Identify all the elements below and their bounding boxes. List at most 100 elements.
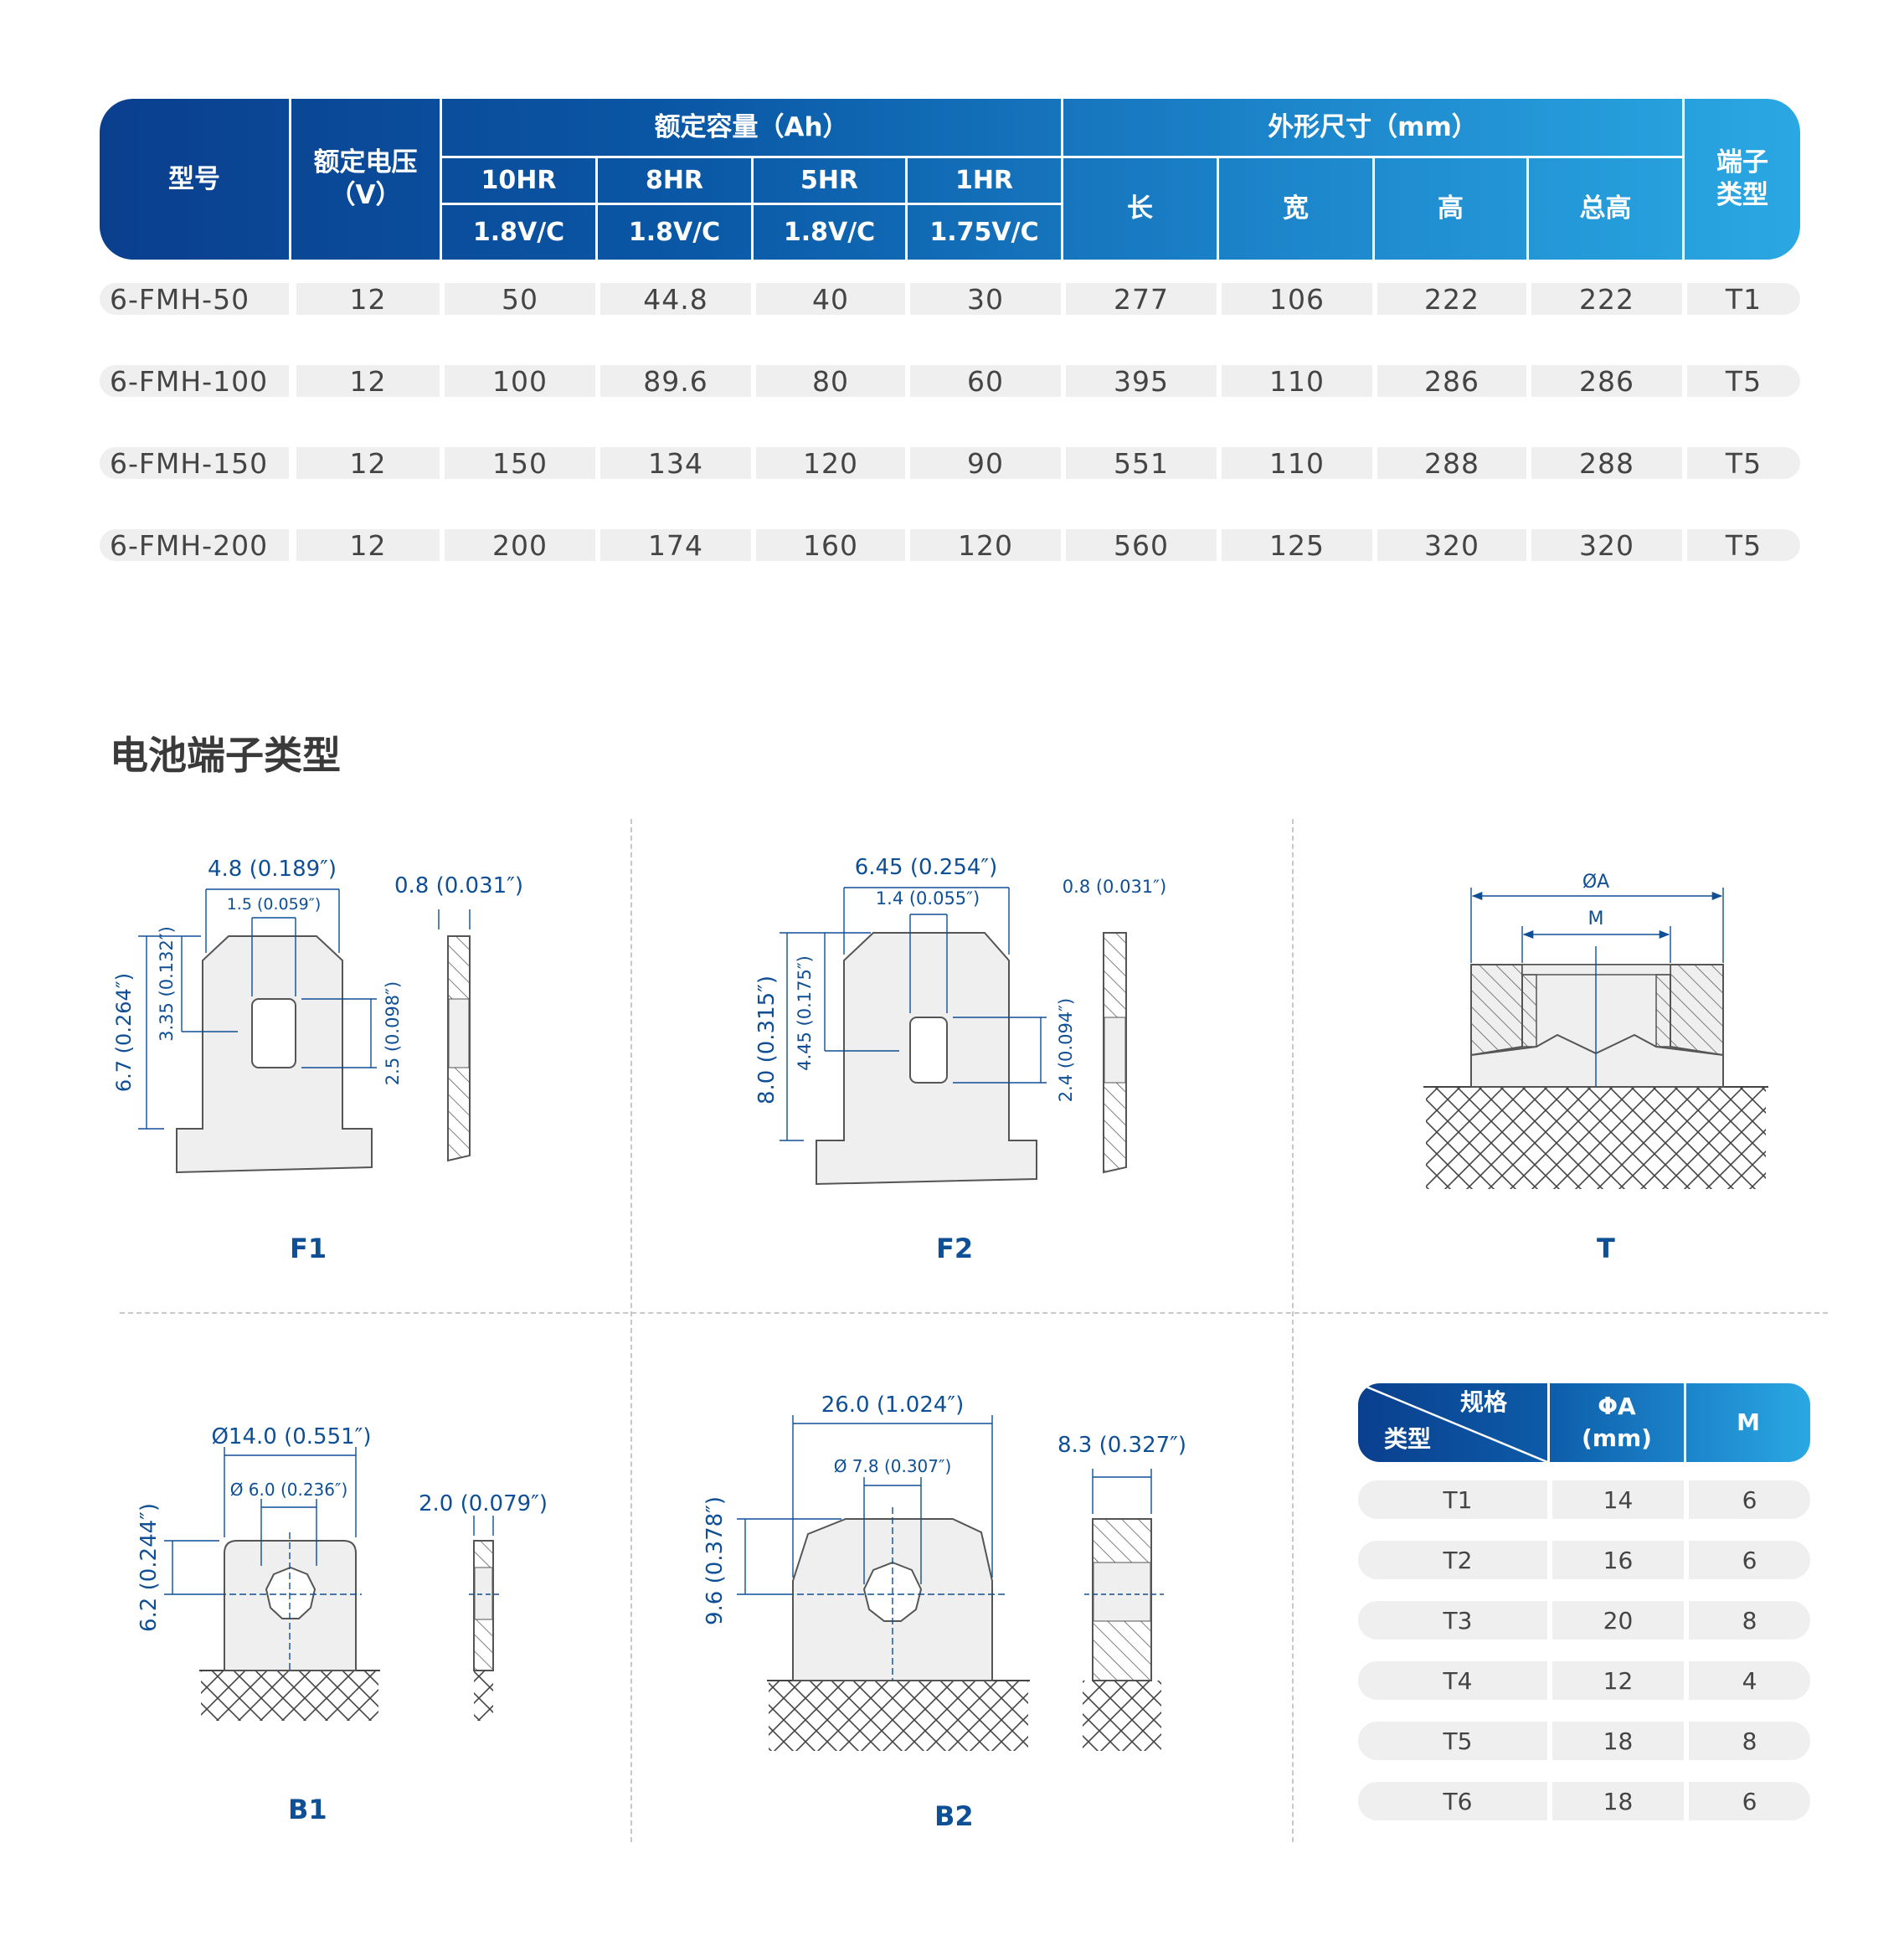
cell-cap-10hr: 50 [445, 283, 595, 316]
f2-dim-width: 6.45 (0.254″) [855, 855, 998, 880]
cell-height: 286 [1377, 365, 1526, 398]
cell-cap-10hr: 150 [445, 447, 595, 480]
cell-cap-8hr: 44.8 [600, 283, 751, 316]
header-diagonal [1358, 1383, 1548, 1462]
terminal-label-b2: B2 [934, 1800, 974, 1832]
terminal-t-drawing: ØA M [1423, 872, 1768, 1189]
cell-phi-a: 16 [1552, 1541, 1684, 1579]
terminal-label-t: T [1597, 1233, 1615, 1264]
f2-dim-slot-width: 1.4 (0.055″) [876, 888, 980, 909]
header-model: 型号 [168, 163, 220, 194]
cell-m: 8 [1689, 1601, 1810, 1640]
f1-dim-height: 6.7 (0.264″) [112, 973, 136, 1092]
terminal-f1-drawing: 4.8 (0.189″) 1.5 (0.059″) 0.8 (0.031″) 6… [112, 857, 523, 1174]
grid-divider [630, 819, 632, 1842]
header-rated-voltage: 额定电压 （V） [291, 99, 440, 260]
cell-height: 222 [1377, 283, 1526, 316]
f2-dim-slot-pos: 4.45 (0.175″) [795, 955, 815, 1071]
b2-dim-outer: 26.0 (1.024″) [821, 1393, 965, 1418]
header-end-voltage: 1.75V/C [929, 217, 1039, 247]
cell-phi-a: 18 [1552, 1782, 1684, 1820]
cell-cap-1hr: 90 [910, 447, 1061, 480]
b1-dim-height: 6.2 (0.244″) [136, 1503, 162, 1632]
cell-cap-8hr: 89.6 [600, 365, 751, 398]
header-total-height: 总高 [1579, 193, 1632, 224]
header-phi-a-unit: (mm) [1582, 1424, 1652, 1452]
f1-dim-slot-width: 1.5 (0.059″) [227, 895, 322, 914]
cell-terminal: T5 [1687, 447, 1800, 480]
header-rate: 5HR [800, 165, 859, 195]
cell-terminal: T5 [1687, 529, 1800, 562]
header-rated-capacity: 额定容量（Ah） [654, 111, 849, 142]
t-dim-thread: M [1588, 909, 1604, 929]
cell-cap-10hr: 200 [445, 529, 595, 562]
cell-width: 110 [1222, 365, 1372, 398]
b2-dim-hole: Ø 7.8 (0.307″) [834, 1456, 952, 1476]
cell-m: 8 [1689, 1722, 1810, 1760]
cell-type: T5 [1358, 1722, 1547, 1760]
cell-cap-5hr: 120 [756, 447, 905, 480]
f1-dim-slot-height: 2.5 (0.098″) [383, 981, 403, 1085]
terminal-b2-drawing: 26.0 (1.024″) Ø 7.8 (0.307″) 8.3 (0.327″… [702, 1393, 1186, 1751]
f1-dim-width: 4.8 (0.189″) [208, 857, 337, 882]
f2-dim-slot-height: 2.4 (0.094″) [1056, 998, 1076, 1102]
b1-dim-thickness: 2.0 (0.079″) [419, 1491, 548, 1516]
terminal-f2-drawing: 6.45 (0.254″) 1.4 (0.055″) 0.8 (0.031″) … [754, 855, 1166, 1186]
header-spec: 规格 [1459, 1388, 1507, 1417]
cell-m: 6 [1689, 1480, 1810, 1519]
terminal-label-f2: F2 [936, 1233, 974, 1264]
cell-cap-10hr: 100 [445, 365, 595, 398]
cell-terminal: T5 [1687, 365, 1800, 398]
header-end-voltage: 1.8V/C [472, 217, 565, 247]
header-terminal-type: 端子 类型 [1716, 147, 1768, 210]
cell-m: 4 [1689, 1661, 1810, 1700]
terminal-size-table-header: 规格 类型 ΦA (mm) M [1358, 1383, 1810, 1462]
grid-divider [120, 1312, 1828, 1314]
cell-cap-5hr: 40 [756, 283, 905, 316]
header-type: 类型 [1383, 1425, 1431, 1454]
cell-type: T1 [1358, 1480, 1547, 1519]
f1-dim-thickness: 0.8 (0.031″) [394, 873, 523, 898]
cell-width: 106 [1222, 283, 1372, 316]
cell-width: 110 [1222, 447, 1372, 480]
f1-dim-slot-pos: 3.35 (0.132″) [157, 926, 177, 1042]
cell-height: 288 [1377, 447, 1526, 480]
cell-phi-a: 14 [1552, 1480, 1684, 1519]
terminal-label-f1: F1 [290, 1233, 327, 1264]
cell-voltage: 12 [296, 529, 440, 562]
cell-cap-5hr: 160 [756, 529, 905, 562]
f2-dim-thickness: 0.8 (0.031″) [1063, 877, 1166, 897]
header-rated-voltage-label: 额定电压 [313, 147, 418, 178]
terminal-b1-drawing: Ø14.0 (0.551″) Ø 6.0 (0.236″) 2.0 (0.079… [136, 1424, 548, 1721]
cell-cap-1hr: 60 [910, 365, 1061, 398]
cell-type: T4 [1358, 1661, 1547, 1700]
spec-table-header: 型号 额定电压 （V） 额定容量（Ah） 外形尺寸（mm） 端子 类型 10HR… [100, 99, 1800, 260]
cell-total-height: 320 [1531, 529, 1682, 562]
spec-table: 型号 额定电压 （V） 额定容量（Ah） 外形尺寸（mm） 端子 类型 10HR… [100, 99, 1800, 562]
cell-model: 6-FMH-100 [100, 365, 289, 398]
cell-width: 125 [1222, 529, 1372, 562]
cell-m: 6 [1689, 1541, 1810, 1579]
cell-m: 6 [1689, 1782, 1810, 1820]
cell-voltage: 12 [296, 447, 440, 480]
header-rate: 1HR [955, 165, 1014, 195]
header-m: M [1737, 1408, 1760, 1437]
cell-length: 551 [1066, 447, 1217, 480]
cell-total-height: 288 [1531, 447, 1682, 480]
header-height: 高 [1438, 193, 1464, 224]
cell-model: 6-FMH-150 [100, 447, 289, 480]
cell-cap-1hr: 30 [910, 283, 1061, 316]
cell-cap-5hr: 80 [756, 365, 905, 398]
cell-phi-a: 12 [1552, 1661, 1684, 1700]
cell-total-height: 222 [1531, 283, 1682, 316]
cell-model: 6-FMH-50 [100, 283, 289, 316]
header-rated-voltage-unit: （V） [329, 180, 402, 210]
b2-dim-thickness: 8.3 (0.327″) [1057, 1433, 1186, 1458]
t-dim-outer: ØA [1582, 872, 1609, 893]
